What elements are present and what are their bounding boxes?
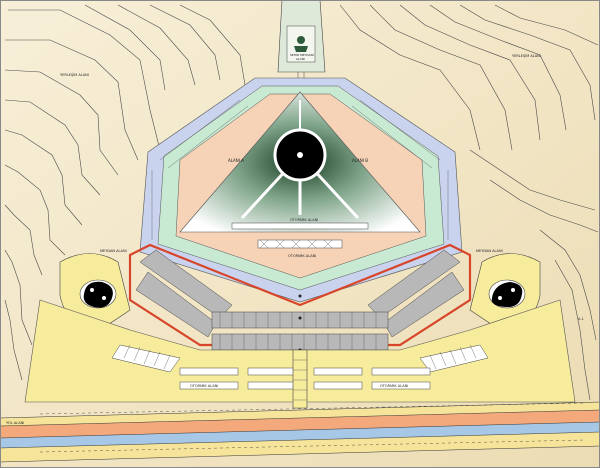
segment-label-left: ALANI A — [228, 158, 244, 163]
side-label-right: A-1 — [578, 317, 584, 321]
central-monument-core — [297, 152, 303, 158]
road-yellow-bottom — [0, 432, 600, 462]
plaza-parking-label-mid: OTOPARK ALANI — [288, 254, 316, 258]
road-blue — [0, 422, 600, 448]
left-node — [59, 253, 131, 331]
road-lines — [0, 401, 600, 463]
plaza-parking-rows — [231, 222, 369, 249]
road-yellow-top — [0, 402, 600, 426]
top-building — [277, 0, 326, 82]
contour-label-right: YERLEŞİM ALANI — [512, 53, 541, 58]
lower-parking-label-left: OTOPARK ALANI — [190, 384, 218, 388]
right-node — [469, 253, 541, 331]
parking-structure-outline — [128, 243, 472, 347]
parking-marker-2 — [298, 316, 302, 320]
contour-lines-right — [339, 4, 599, 401]
lower-parking-lots — [111, 344, 489, 390]
entrance-ramp — [292, 349, 308, 409]
plaza-parking-label-upper: OTOPARK ALANI — [290, 218, 318, 222]
road-orange — [0, 410, 600, 438]
band-parking-stripes — [151, 99, 449, 240]
segment-label-right: ALANI B — [352, 158, 368, 163]
contour-label-left: YERLEŞİM ALANI — [60, 72, 89, 77]
top-building-sublabel: ALANI — [296, 57, 305, 61]
contour-lines-left — [4, 4, 246, 381]
top-building-label: SEHİR MEYDANI — [290, 52, 314, 57]
lower-parking-label-right: OTOPARK ALANI — [380, 384, 408, 388]
node-label-left: MEYDAN ALANI — [100, 249, 127, 253]
grey-parking-blocks — [135, 249, 465, 351]
parking-marker-1 — [298, 294, 302, 298]
node-label-right: MEYDAN ALANI — [476, 249, 503, 253]
road-label: YOL ALANI — [6, 421, 24, 425]
